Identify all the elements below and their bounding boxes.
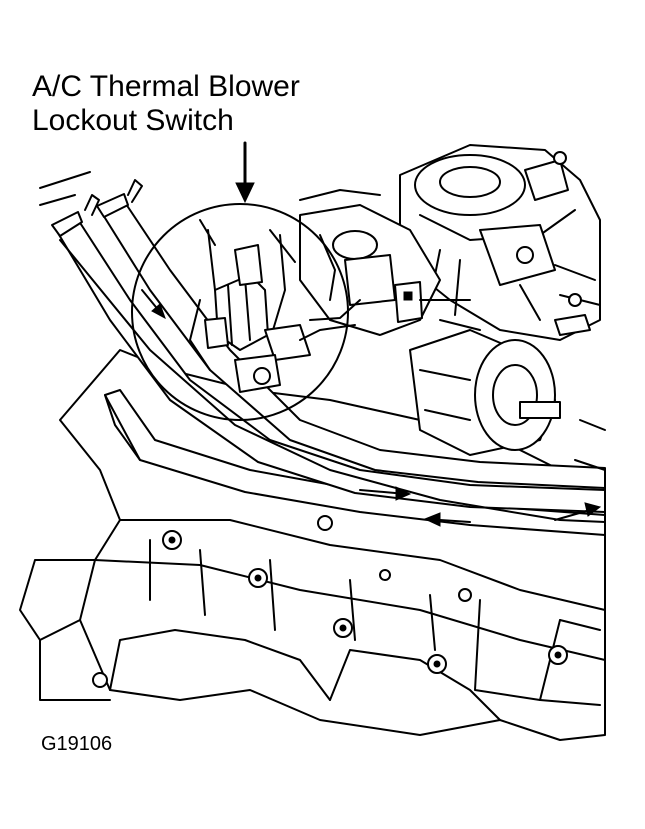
figure-code: G19106 xyxy=(41,733,113,755)
down-arrow-icon xyxy=(235,141,255,204)
frame-lines xyxy=(39,171,606,471)
arrow-icon xyxy=(141,289,602,527)
thermal-blower-lockout-switch xyxy=(189,219,361,393)
vacuum-tube xyxy=(59,239,606,523)
block-bolts xyxy=(92,515,568,688)
callout-line-1: A/C Thermal Blower xyxy=(32,70,300,103)
callout-label: A/C Thermal Blower Lockout Switch xyxy=(32,70,300,138)
carburetor-assembly xyxy=(399,144,601,341)
alternator xyxy=(409,329,561,456)
circle-highlight-icon xyxy=(131,203,349,421)
callout-line-2: Lockout Switch xyxy=(32,104,234,137)
throttle-linkage xyxy=(299,204,481,336)
